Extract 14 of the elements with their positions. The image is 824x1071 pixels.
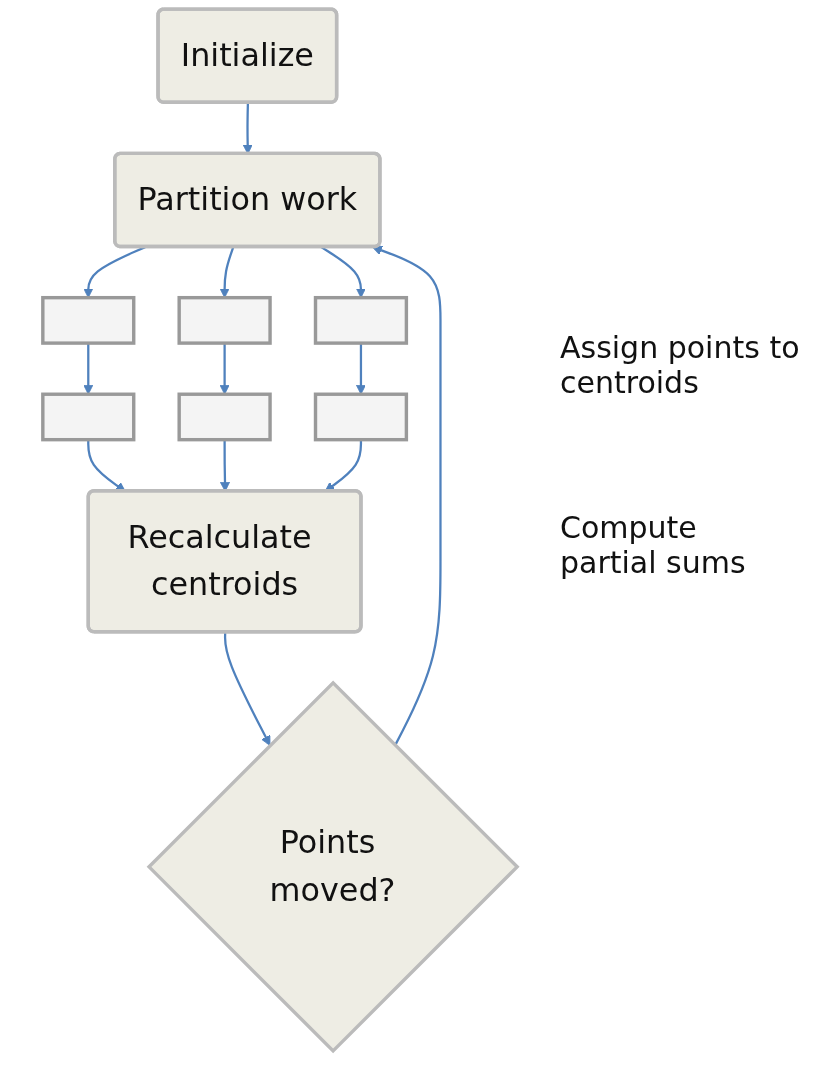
node-diamond: Points moved? bbox=[146, 680, 520, 1054]
arrow bbox=[83, 343, 94, 395]
arrow bbox=[219, 343, 230, 395]
arrow bbox=[355, 343, 366, 395]
node-box bbox=[177, 295, 272, 345]
node-box bbox=[41, 392, 136, 442]
node-box bbox=[177, 392, 272, 442]
step-note: Compute partial sums bbox=[560, 510, 747, 580]
node-box bbox=[41, 295, 136, 345]
arrow bbox=[223, 632, 271, 746]
node-box bbox=[313, 295, 409, 345]
step-note: Assign points to centroids bbox=[560, 330, 800, 400]
node-box bbox=[313, 392, 409, 442]
arrow bbox=[372, 245, 442, 746]
